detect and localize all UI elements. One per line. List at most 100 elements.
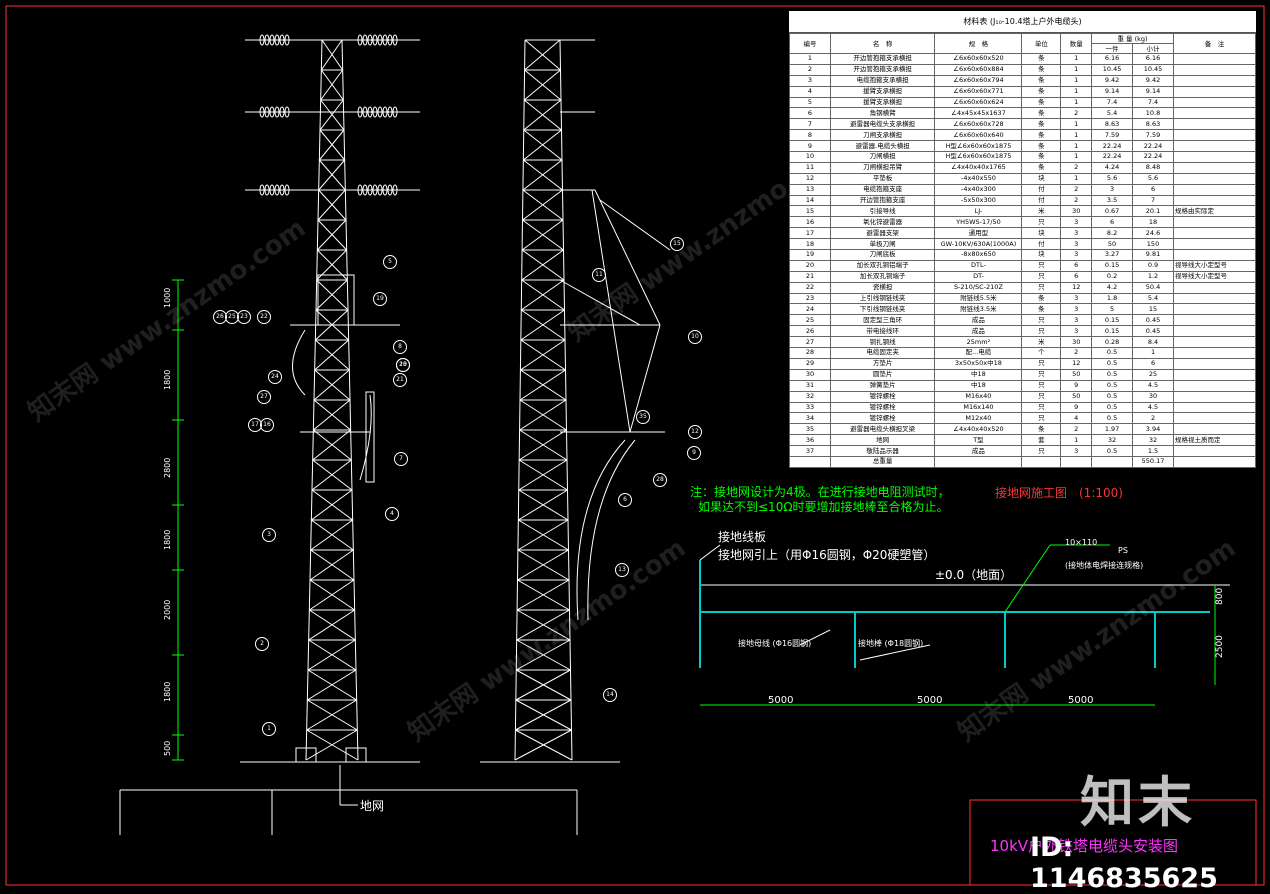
lattice-member [522, 189, 563, 221]
table-cell: 3 [1060, 249, 1093, 261]
dim-label: 1800 [163, 682, 172, 702]
table-cell: ∠6x60x60x794 [934, 74, 1023, 87]
table-cell: 0.5 [1091, 401, 1134, 414]
table-cell: 只 [1021, 401, 1062, 414]
table-cell: ∠6x60x60x520 [934, 53, 1023, 65]
dim-5000-c: 5000 [1068, 695, 1093, 706]
table-cell: 30 [1060, 205, 1093, 218]
table-cell: LJ- [934, 205, 1023, 218]
dim-label: 2800 [163, 458, 172, 478]
table-cell [1173, 183, 1256, 196]
callout-marker: 27 [257, 390, 271, 404]
table-cell: 只 [1021, 412, 1062, 425]
lattice-member [516, 609, 570, 641]
materials-table-title: 材料表 (J₁₀-10.4塔上户外电缆头) [789, 11, 1256, 33]
table-cell [1173, 194, 1256, 207]
table-cell: 18 [1132, 216, 1174, 229]
lattice-member [320, 69, 344, 101]
table-cell: 23 [789, 292, 831, 305]
insulator-disc [284, 34, 290, 46]
table-cell: 0.45 [1132, 314, 1174, 327]
lattice-member [308, 609, 355, 641]
table-cell: 开边管抱箍支承横担 [829, 63, 936, 76]
table-cell: 2 [1060, 423, 1093, 436]
lattice-member [320, 39, 343, 71]
table-cell: 15 [789, 205, 831, 218]
table-cell: 上引线钢链线夹 [829, 292, 936, 305]
table-cell: 0.5 [1091, 347, 1134, 359]
dim-800: 800 [1215, 588, 1225, 605]
table-cell: 2 [1060, 183, 1093, 196]
table-cell: 引接导线 [829, 205, 936, 218]
table-cell: 敬陆品示器 [829, 445, 936, 457]
dim-2500: 2500 [1215, 635, 1225, 658]
table-cell [1173, 249, 1256, 261]
lattice-member [318, 129, 345, 161]
table-cell: 视导线大小定型号 [1173, 259, 1256, 272]
table-cell [1173, 336, 1256, 349]
table-cell: 氧化锌避雷器 [829, 216, 936, 229]
table-cell: 32 [789, 390, 831, 403]
table-cell: 8.4 [1132, 336, 1174, 349]
table-cell: -8x80x650 [934, 249, 1023, 261]
lattice-member [518, 489, 568, 521]
table-cell [789, 455, 831, 468]
col-header: 名 称 [829, 33, 936, 54]
table-cell: 0.15 [1091, 325, 1134, 338]
table-cell: ∠4x40x40x520 [934, 423, 1023, 436]
table-cell: 个 [1021, 347, 1062, 359]
table-cell [1173, 216, 1256, 229]
table-cell [1173, 63, 1256, 76]
table-cell: 7.4 [1132, 96, 1174, 109]
table-cell: 8 [789, 129, 831, 142]
table-cell: 1 [1060, 151, 1093, 163]
table-cell: 3x50x50x中18 [934, 357, 1023, 370]
dim-label: 2000 [163, 600, 172, 620]
table-cell: 22.24 [1091, 140, 1134, 153]
lattice-member [515, 669, 571, 701]
callout-marker: 9 [687, 446, 701, 460]
table-cell: 单极刀闸 [829, 238, 936, 251]
table-cell: 条 [1021, 423, 1062, 436]
insulator-disc [284, 184, 290, 196]
table-cell: 瓷横担 [829, 281, 936, 294]
callout-marker: 22 [257, 310, 271, 324]
insulator-disc [269, 184, 275, 196]
lattice-member [523, 129, 562, 161]
table-cell: 镀锌螺栓 [829, 401, 936, 414]
callout-marker: 10 [688, 330, 702, 344]
ground-note-line1: 注：接地网设计为4极。在进行接地电阻测试时， [690, 485, 950, 499]
table-cell: 32 [1132, 434, 1174, 447]
table-cell: 34 [789, 412, 831, 425]
insulator-disc [387, 106, 393, 118]
table-cell: 下引线钢链线夹 [829, 303, 936, 316]
table-cell: 12 [1060, 357, 1093, 370]
table-cell [1173, 227, 1256, 240]
table-cell: M16x40 [934, 390, 1023, 403]
table-cell: 米 [1021, 205, 1062, 218]
table-cell: 8.48 [1132, 161, 1174, 174]
table-cell [1091, 455, 1134, 468]
table-cell: 6.16 [1132, 53, 1174, 65]
table-cell: 7 [789, 118, 831, 131]
lattice-member [319, 99, 344, 131]
table-cell: 10 [789, 151, 831, 163]
lattice-member [515, 699, 572, 731]
table-cell: 付 [1021, 238, 1062, 251]
insulator-disc [279, 184, 285, 196]
table-cell: 3.94 [1132, 423, 1174, 436]
lattice-member [523, 99, 562, 131]
table-cell: 36 [789, 434, 831, 447]
lattice-member [310, 519, 353, 551]
table-cell: 13 [789, 183, 831, 196]
table-cell: 通用型 [934, 227, 1023, 240]
table-cell: 避雷器电缆头支承横担 [829, 118, 936, 131]
table-cell: 加长双孔铜铝端子 [829, 259, 936, 272]
